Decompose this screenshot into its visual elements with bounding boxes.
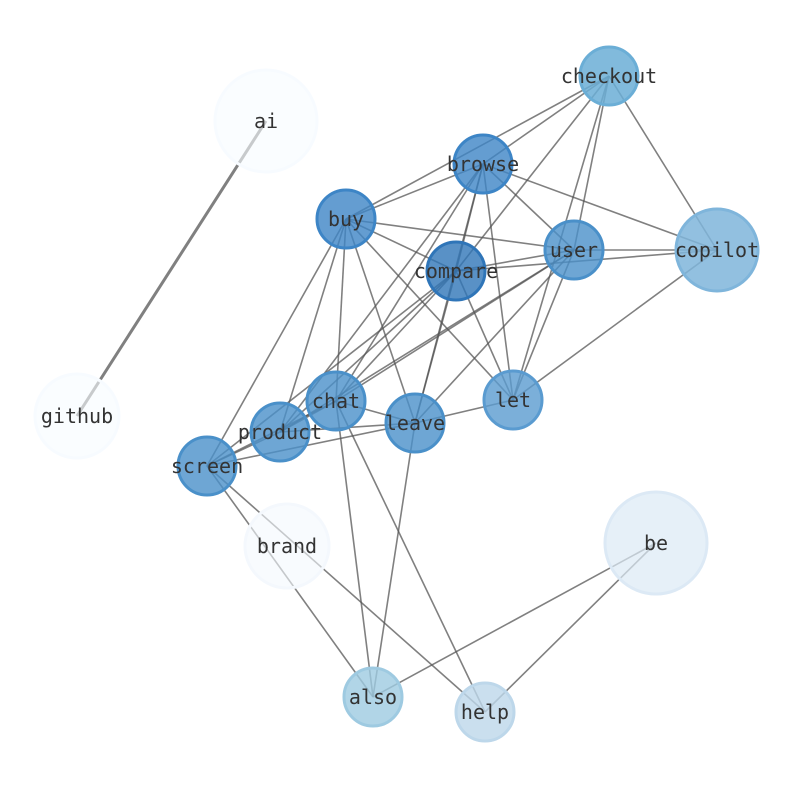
node-circle[interactable]: [315, 188, 377, 250]
node-circle[interactable]: [454, 681, 516, 743]
node-label: buy: [328, 207, 364, 231]
edge-chat-help: [335, 400, 486, 713]
node-help[interactable]: help: [454, 681, 516, 743]
node-label: product: [238, 420, 322, 444]
node-label: ai: [254, 109, 278, 133]
node-let[interactable]: let: [482, 369, 544, 431]
node-label: chat: [312, 389, 360, 413]
edge-buy-leave: [345, 218, 416, 424]
edge-buy-product: [279, 218, 347, 433]
edge-browse-chat: [335, 163, 484, 402]
node-buy[interactable]: buy: [315, 188, 377, 250]
edge-checkout-compare: [455, 75, 610, 272]
node-chat[interactable]: chat: [305, 370, 367, 432]
node-circle[interactable]: [425, 240, 487, 302]
edge-buy-screen: [206, 218, 347, 467]
nodes-layer: checkout ai browse buy user copilot compare git…: [33, 45, 760, 743]
node-label: leave: [385, 411, 445, 435]
node-circle[interactable]: [578, 45, 640, 107]
node-circle[interactable]: [342, 666, 404, 728]
node-screen[interactable]: screen: [171, 435, 243, 497]
node-product[interactable]: product: [238, 401, 322, 463]
edge-leave-also: [372, 422, 416, 698]
node-label: copilot: [675, 238, 759, 262]
node-circle[interactable]: [603, 490, 709, 596]
node-compare[interactable]: compare: [414, 240, 498, 302]
node-circle[interactable]: [176, 435, 238, 497]
node-circle[interactable]: [249, 401, 311, 463]
node-circle[interactable]: [543, 219, 605, 281]
node-browse[interactable]: browse: [447, 133, 519, 195]
node-circle[interactable]: [674, 207, 760, 293]
edge-screen-help: [206, 465, 486, 713]
edges-layer: [75, 75, 718, 713]
node-label: checkout: [561, 64, 657, 88]
node-label: browse: [447, 152, 519, 176]
node-label: also: [349, 685, 397, 709]
node-ai[interactable]: ai: [213, 68, 319, 174]
node-github[interactable]: github: [33, 372, 121, 460]
edge-chat-also: [335, 400, 374, 698]
node-label: screen: [171, 454, 243, 478]
node-circle[interactable]: [213, 68, 319, 174]
node-circle[interactable]: [384, 392, 446, 454]
edge-ai-github: [75, 120, 268, 417]
node-circle[interactable]: [482, 369, 544, 431]
edge-user-leave: [414, 249, 575, 424]
edge-compare-screen: [206, 270, 457, 467]
node-label: user: [550, 238, 598, 262]
node-user[interactable]: user: [543, 219, 605, 281]
node-label: compare: [414, 259, 498, 283]
node-be[interactable]: be: [603, 490, 709, 596]
node-circle[interactable]: [243, 502, 331, 590]
node-circle[interactable]: [452, 133, 514, 195]
node-leave[interactable]: leave: [384, 392, 446, 454]
node-label: github: [41, 404, 113, 428]
node-label: let: [495, 388, 531, 412]
edge-buy-user: [345, 218, 575, 251]
node-copilot[interactable]: copilot: [674, 207, 760, 293]
edge-buy-let: [345, 218, 514, 401]
node-checkout[interactable]: checkout: [561, 45, 657, 107]
edge-leave-screen: [206, 422, 416, 467]
edge-be-also: [372, 542, 657, 698]
node-label: brand: [257, 534, 317, 558]
node-label: be: [644, 531, 668, 555]
node-label: help: [461, 700, 509, 724]
node-circle[interactable]: [33, 372, 121, 460]
node-also[interactable]: also: [342, 666, 404, 728]
edge-browse-let: [482, 163, 514, 401]
node-circle[interactable]: [305, 370, 367, 432]
node-brand[interactable]: brand: [243, 502, 331, 590]
